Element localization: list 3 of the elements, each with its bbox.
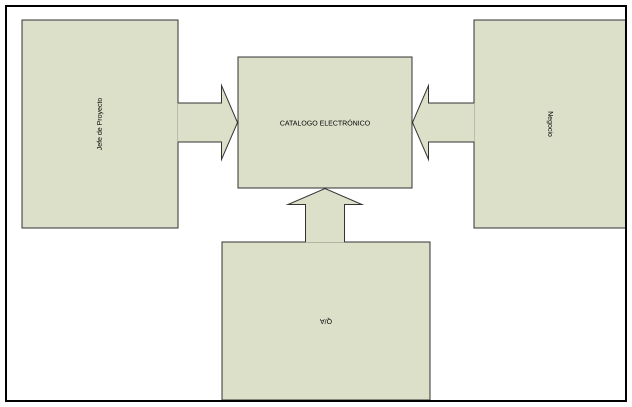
block-arrow (286, 188, 364, 243)
block-arrow (412, 83, 475, 162)
block-arrow (177, 83, 238, 162)
